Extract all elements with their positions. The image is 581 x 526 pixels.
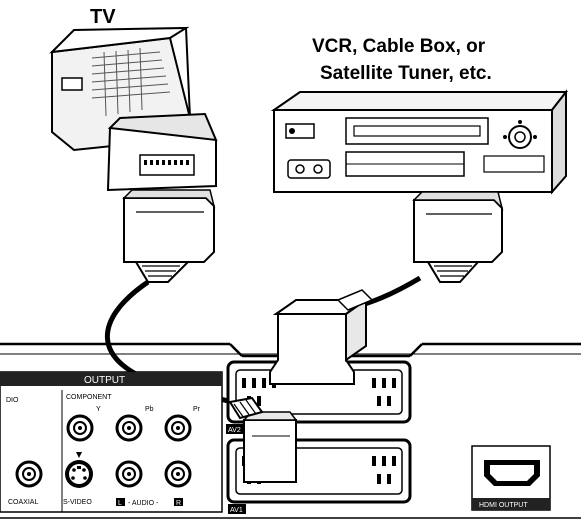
- component-pr-label: Pr: [193, 406, 201, 413]
- component-y-label: Y: [96, 406, 101, 413]
- audio-r-label: R: [176, 500, 181, 507]
- audio-right-jack: [164, 460, 192, 488]
- output-header: OUTPUT: [84, 375, 125, 386]
- output-header-bar: [0, 372, 222, 386]
- component-pr-jack: [164, 414, 192, 442]
- component-pb-jack: [115, 414, 143, 442]
- coaxial-jack: [15, 460, 43, 488]
- scart-plug-tv: [122, 189, 216, 283]
- hdmi-label: HDMI OUTPUT: [479, 502, 528, 509]
- svideo-jack: [65, 452, 93, 488]
- audio-label: - AUDIO -: [128, 500, 159, 507]
- scart-plug-av1: [228, 396, 298, 483]
- tv-scart-socket: [139, 154, 195, 176]
- av2-label: AV2: [228, 427, 241, 434]
- scart-plug-vcr: [412, 191, 504, 283]
- hdmi-output-port: [471, 445, 551, 511]
- vcr-label-line2: Satellite Tuner, etc.: [320, 63, 492, 84]
- coaxial-label: COAXIAL: [8, 499, 38, 506]
- audio-l-label: L: [118, 500, 122, 507]
- av1-label: AV1: [230, 507, 243, 514]
- vcr-illustration: VCR, Cable Box, or Satellite Tuner, etc.: [270, 36, 569, 195]
- tv-label: TV: [90, 6, 116, 28]
- audio-left-jack: [115, 460, 143, 488]
- svideo-label: S-VIDEO: [63, 499, 92, 506]
- tv-illustration: TV: [49, 6, 218, 192]
- dio-label: DIO: [6, 397, 19, 404]
- component-y-jack: [66, 414, 94, 442]
- component-label: COMPONENT: [66, 394, 112, 401]
- scart-plug-av2: [269, 289, 374, 385]
- component-pb-label: Pb: [145, 406, 154, 413]
- vcr-label-line1: VCR, Cable Box, or: [312, 36, 486, 57]
